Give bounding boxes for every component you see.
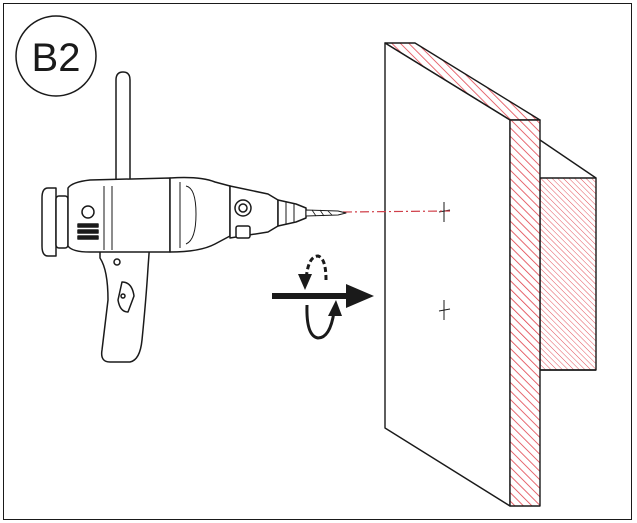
power-drill-icon	[41, 71, 347, 363]
wall-front-face	[384, 42, 511, 507]
drill-bit	[305, 209, 347, 217]
rear-handle	[41, 187, 57, 257]
back-block	[539, 177, 597, 371]
hole-mark-lower	[438, 300, 451, 320]
rotation-arrows-icon	[298, 254, 342, 340]
step-badge-label: B2	[32, 36, 81, 80]
wall-side-edge	[509, 119, 541, 507]
step-badge: B2	[15, 15, 97, 97]
auxiliary-handle	[115, 71, 131, 183]
right-arrow-icon	[272, 284, 374, 308]
wall-panel	[384, 42, 597, 507]
gear-housing	[169, 176, 231, 253]
chuck	[277, 199, 307, 227]
drill-centerline	[342, 210, 451, 213]
